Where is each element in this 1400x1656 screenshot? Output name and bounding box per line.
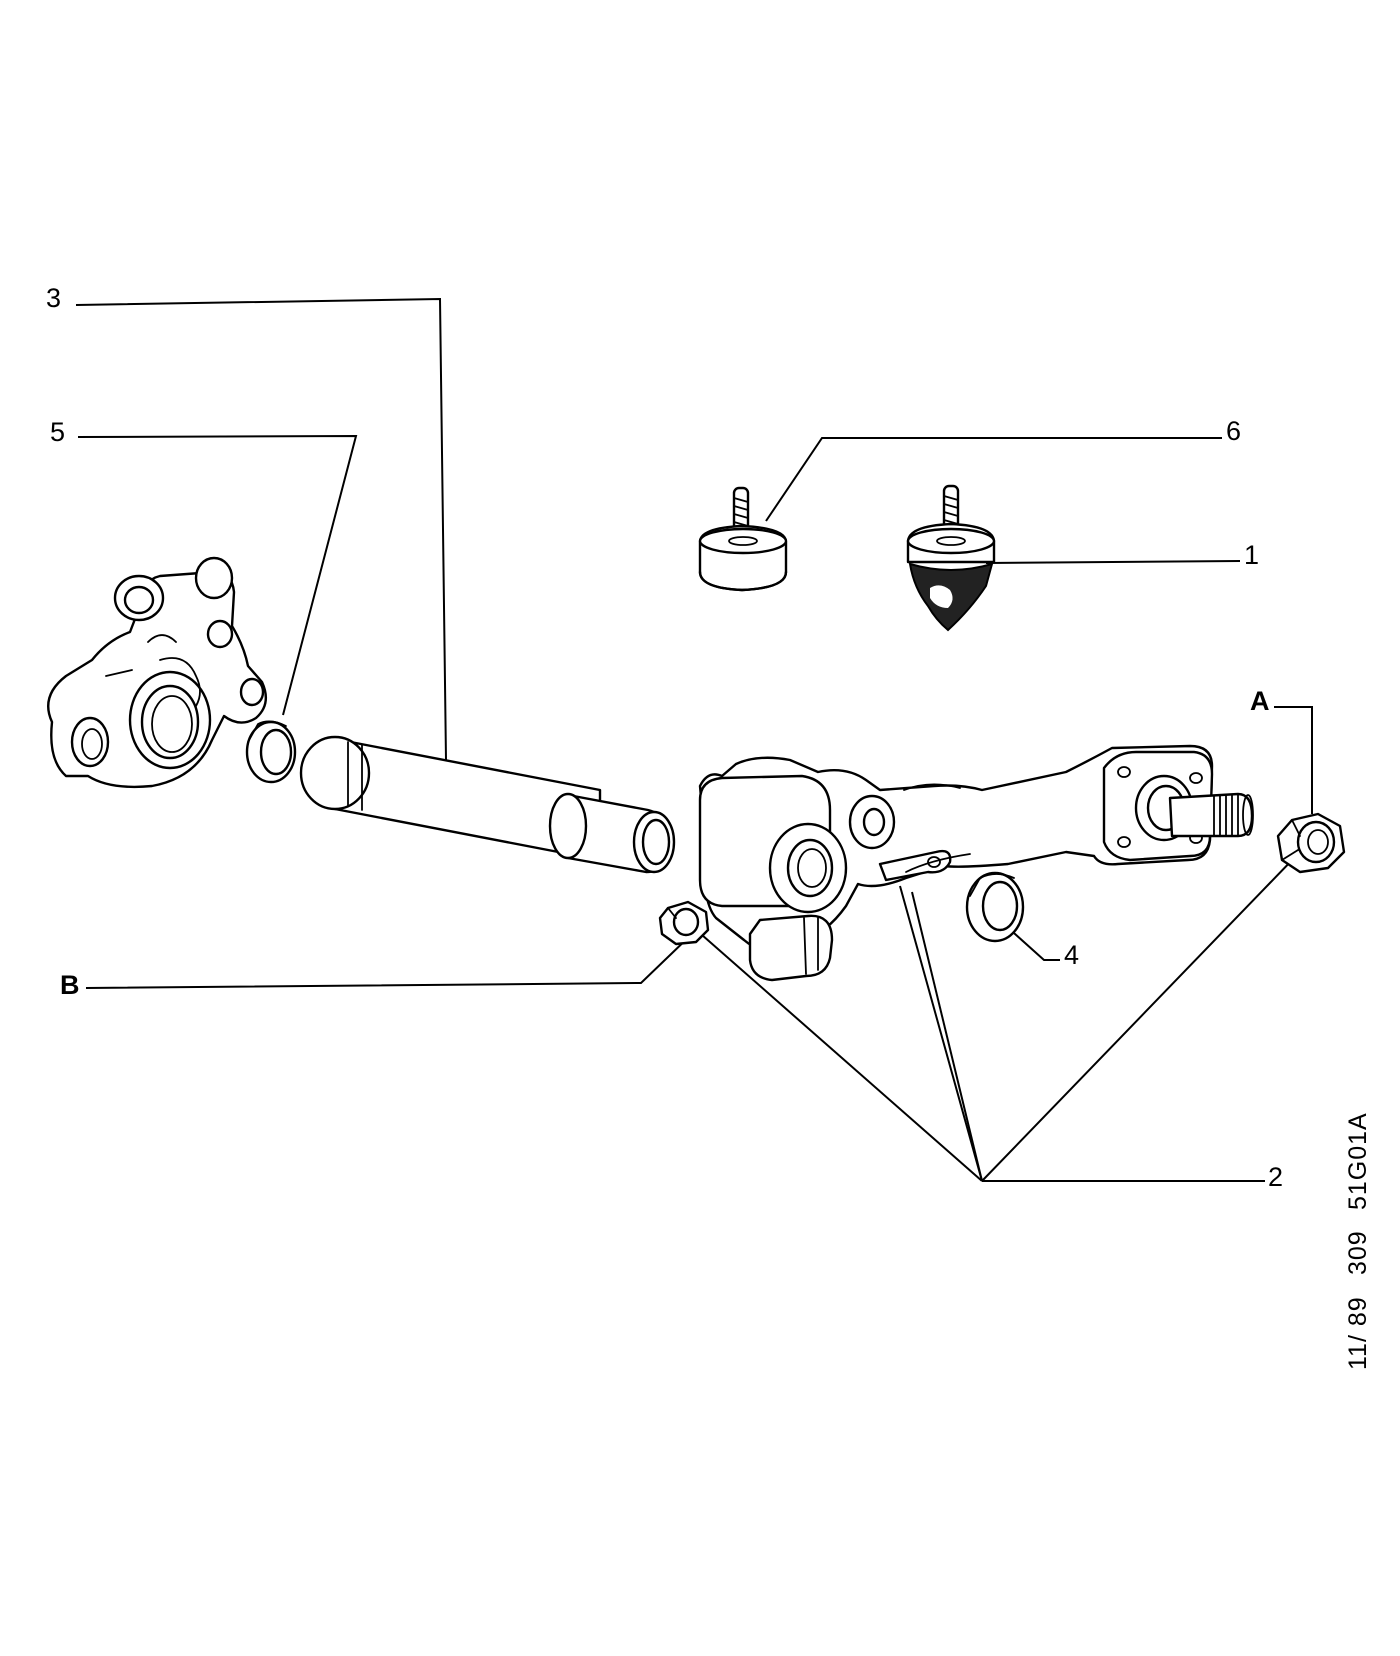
leader-2-to-arm [899,885,983,1182]
leader-B [85,931,695,989]
callout-1: 1 [1244,540,1259,570]
reference-code: 51G01A [1344,1112,1372,1210]
callout-A: A [1250,686,1270,716]
callout-B: B [60,970,80,1000]
callout-6: 6 [1226,416,1241,446]
part-6-bump-stop [698,486,788,592]
leader-4 [1004,924,1060,961]
callout-labels: 3 5 6 1 A 4 B 2 [46,283,1283,1192]
reference-model: 309 [1344,1230,1372,1275]
part-1-bump-stop [906,484,996,632]
leader-A [1274,706,1313,814]
reference-codes: 51G01A 309 11/ 89 [1344,1112,1372,1370]
leader-5 [77,434,358,716]
part-2-trailing-arm [698,744,1254,982]
part-5-housing [47,556,268,789]
callout-4: 4 [1064,940,1079,970]
part-3-shaft [299,735,676,874]
leader-lines [75,297,1313,1182]
callout-3: 3 [46,283,61,313]
part-4-bushing-ring [965,871,1025,943]
leader-2-to-arm-inner [911,891,983,1182]
nut-B [658,900,710,946]
leader-2-to-nut-a [981,855,1297,1182]
leader-6 [765,437,1222,522]
leader-2-to-nut-b [701,934,983,1182]
callout-5: 5 [50,417,65,447]
leader-1 [985,560,1241,564]
part-5-bushing-ring [245,720,297,784]
leader-3 [75,297,447,761]
reference-date: 11/ 89 [1344,1296,1372,1370]
nut-A [1276,812,1346,874]
callout-2: 2 [1268,1162,1283,1192]
